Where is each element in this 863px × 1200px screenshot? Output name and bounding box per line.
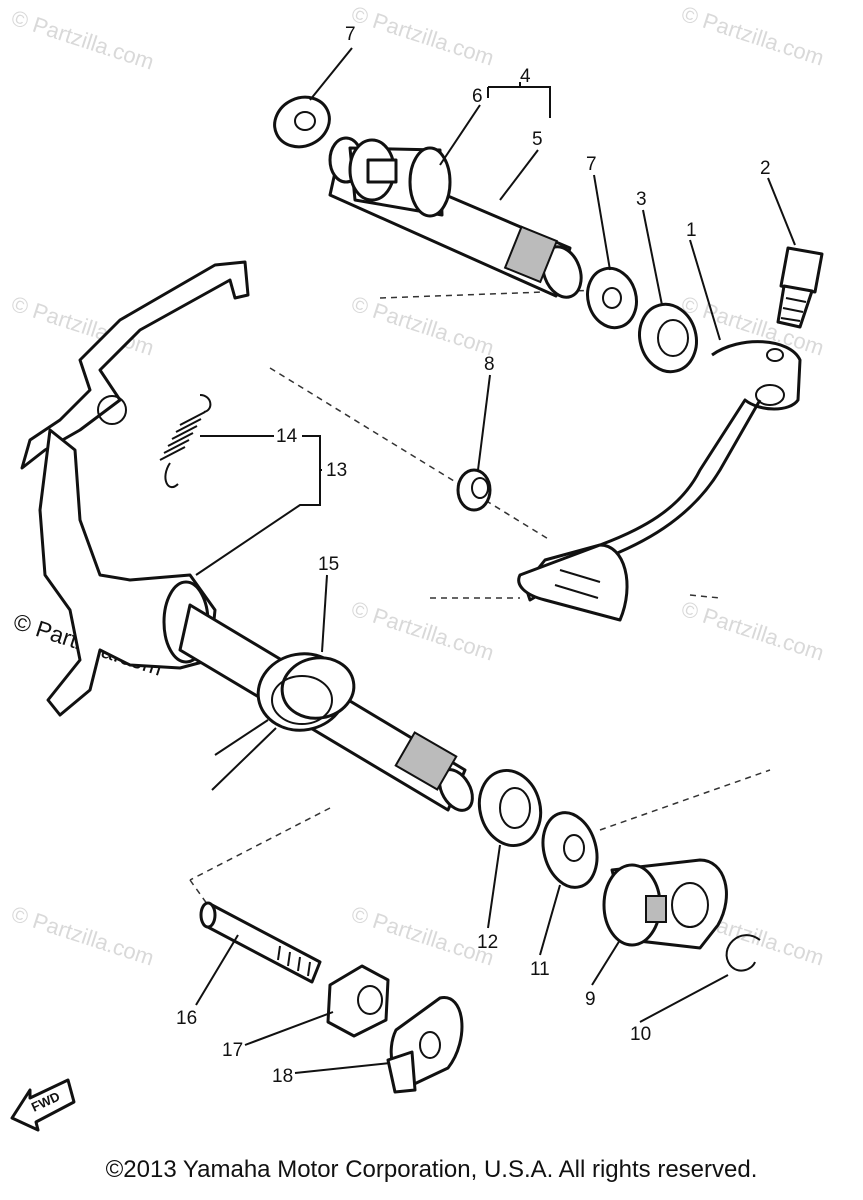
assembly-lines (189, 289, 771, 909)
callout-4: 4 (520, 66, 531, 87)
watermark: © Partzilla.com (348, 596, 497, 666)
part-7-washer-top (273, 95, 331, 149)
callout-3: 3 (636, 189, 647, 210)
callout-9: 9 (585, 989, 596, 1010)
leader-lines (195, 47, 796, 1074)
callout-7-top: 7 (345, 24, 356, 45)
part-11-washer (541, 811, 599, 889)
stopper-lever (20, 260, 250, 470)
part-12-oil-seal (477, 768, 543, 848)
callout-8: 8 (484, 354, 495, 375)
watermark: © Partzilla.com (678, 1, 827, 71)
part-17-nut (326, 964, 390, 1038)
part-9-shift-cam (602, 858, 728, 950)
part-2-bolt (776, 246, 824, 329)
copyright-notice: ©2013 Yamaha Motor Corporation, U.S.A. A… (105, 1156, 758, 1183)
callout-12: 12 (477, 932, 498, 953)
watermark: © Partzilla.com (678, 596, 827, 666)
part-14-spring (159, 394, 212, 489)
part-16-pin (199, 901, 322, 984)
callout-17: 17 (222, 1040, 243, 1061)
part-1-shift-pedal (517, 340, 802, 622)
callout-13: 13 (326, 460, 347, 481)
callout-5: 5 (532, 129, 543, 150)
watermark: © Partzilla.com (348, 901, 497, 971)
part-7-washer-right (586, 266, 638, 330)
part-18-lock-washer (386, 996, 464, 1094)
callout-numbers: 7 6 4 5 7 3 1 2 8 14 13 15 12 11 9 10 16… (176, 24, 771, 1087)
callout-10: 10 (630, 1024, 651, 1045)
callout-18: 18 (272, 1066, 293, 1087)
callout-16: 16 (176, 1008, 197, 1029)
part-15-return-spring (211, 652, 356, 791)
callout-6: 6 (472, 86, 483, 107)
callout-1: 1 (686, 220, 697, 241)
callout-2: 2 (760, 158, 771, 179)
callout-14: 14 (276, 426, 298, 447)
part-3-oil-seal (638, 302, 698, 374)
fwd-arrow-icon: FWD (10, 1078, 76, 1132)
watermark: © Partzilla.com (348, 1, 497, 71)
part-10-circlip (725, 934, 761, 972)
watermark: © Partzilla.com (348, 291, 497, 361)
part-6-collar (348, 138, 452, 218)
part-13-shift-arm (38, 428, 217, 717)
watermark: © Partzilla.com (8, 5, 157, 75)
callout-11: 11 (530, 959, 550, 980)
part-8-bushing (456, 468, 492, 512)
callout-15: 15 (318, 554, 339, 575)
watermark: © Partzilla.com (8, 901, 157, 971)
callout-7-right: 7 (586, 154, 597, 175)
